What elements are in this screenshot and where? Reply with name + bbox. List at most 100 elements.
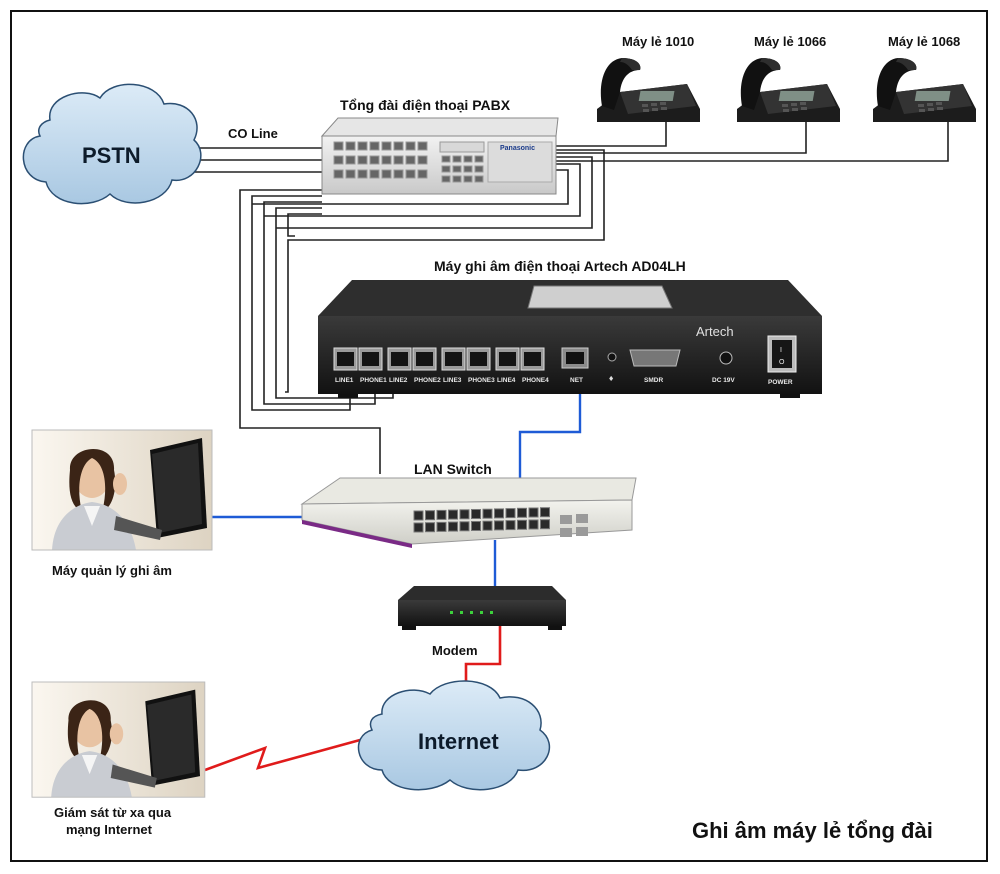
lan-cables — [212, 384, 582, 590]
port — [482, 520, 493, 531]
recorder-port-label-phone4: PHONE4 — [522, 377, 549, 384]
port — [417, 155, 428, 165]
port — [369, 169, 380, 179]
port — [333, 155, 344, 165]
port — [393, 155, 404, 165]
pstn-label: PSTN — [82, 143, 141, 168]
port — [405, 141, 416, 151]
recorder-brand: Artech — [696, 324, 734, 339]
port — [405, 155, 416, 165]
pstn-cloud — [22, 83, 202, 205]
port — [381, 155, 392, 165]
modem-label: Modem — [432, 643, 478, 658]
modem-device — [398, 586, 566, 630]
pabx-label: Tổng đài điện thoại PABX — [340, 97, 511, 113]
phone-1010 — [597, 58, 700, 122]
manager-photo — [31, 429, 213, 551]
port — [448, 509, 458, 520]
port — [517, 507, 527, 518]
port — [494, 520, 504, 531]
port — [524, 352, 541, 366]
extension-1068-label: Máy lẻ 1068 — [888, 34, 961, 49]
internet-cloud — [357, 680, 551, 791]
pabx-brand: Panasonic — [500, 145, 535, 152]
port — [362, 352, 379, 366]
port — [381, 169, 392, 179]
port — [436, 509, 447, 520]
port — [357, 169, 368, 179]
port — [345, 155, 356, 165]
svg-text:O: O — [779, 359, 785, 366]
port — [540, 507, 550, 518]
remote-label-line2: mạng Internet — [66, 822, 152, 837]
port — [471, 509, 481, 519]
remote-photo — [31, 681, 206, 798]
recorder-port-label-phone2: PHONE2 — [414, 377, 441, 384]
recorder-port-label-line4: LINE4 — [497, 377, 516, 384]
port — [505, 520, 516, 531]
port — [517, 519, 527, 530]
port — [528, 507, 539, 518]
diagram-title: Ghi âm máy lẻ tổng đài — [692, 818, 933, 843]
port — [381, 141, 392, 151]
recorder-port-label-phone1: PHONE1 — [360, 377, 387, 384]
port — [369, 155, 380, 165]
port — [333, 169, 344, 179]
co-line-label: CO Line — [228, 126, 278, 141]
manager-label: Máy quản lý ghi âm — [52, 563, 172, 578]
port — [417, 169, 428, 179]
port — [448, 521, 458, 532]
net-port-label: NET — [570, 377, 583, 384]
port — [452, 175, 462, 183]
port — [474, 165, 484, 173]
port — [333, 141, 344, 151]
port — [474, 175, 484, 183]
port — [357, 155, 368, 165]
lan-switch-label: LAN Switch — [414, 461, 492, 477]
port — [425, 522, 435, 533]
recorder-port-label-line3: LINE3 — [443, 377, 462, 384]
remote-label-line1: Giám sát từ xa qua — [54, 805, 172, 820]
port — [345, 141, 356, 151]
port — [459, 509, 470, 520]
port — [470, 352, 487, 366]
port — [425, 510, 435, 521]
port — [459, 521, 470, 532]
recorder-label: Máy ghi âm điện thoại Artech AD04LH — [434, 258, 686, 274]
pabx-device: Panasonic — [320, 117, 559, 195]
diagram-frame — [10, 10, 988, 862]
phone-1066 — [737, 58, 840, 122]
internet-label: Internet — [418, 729, 499, 754]
recorder-port-label-line1: LINE1 — [335, 377, 354, 384]
port — [393, 169, 404, 179]
port — [445, 352, 462, 366]
port — [474, 155, 484, 163]
port — [357, 141, 368, 151]
internet-cables — [204, 626, 502, 772]
port — [441, 175, 451, 183]
port — [393, 141, 404, 151]
port — [528, 519, 539, 530]
phone-lines — [188, 118, 949, 474]
port — [441, 155, 451, 163]
lan-switch-device — [300, 477, 637, 548]
port — [337, 352, 354, 366]
extension-1066-label: Máy lẻ 1066 — [754, 34, 827, 49]
port — [345, 169, 356, 179]
port — [463, 175, 473, 183]
svg-text:I: I — [780, 347, 782, 354]
recorder-port-label-phone3: PHONE3 — [468, 377, 495, 384]
smdr-label: SMDR — [644, 377, 663, 384]
recorder-port-label-line2: LINE2 — [389, 377, 408, 384]
port — [471, 521, 481, 531]
port — [416, 352, 433, 366]
phone-1068 — [873, 58, 976, 122]
port — [463, 165, 473, 173]
port — [441, 165, 451, 173]
extension-1010-label: Máy lẻ 1010 — [622, 34, 695, 49]
port — [499, 352, 516, 366]
port — [405, 169, 416, 179]
port — [540, 519, 550, 530]
port — [505, 508, 516, 519]
